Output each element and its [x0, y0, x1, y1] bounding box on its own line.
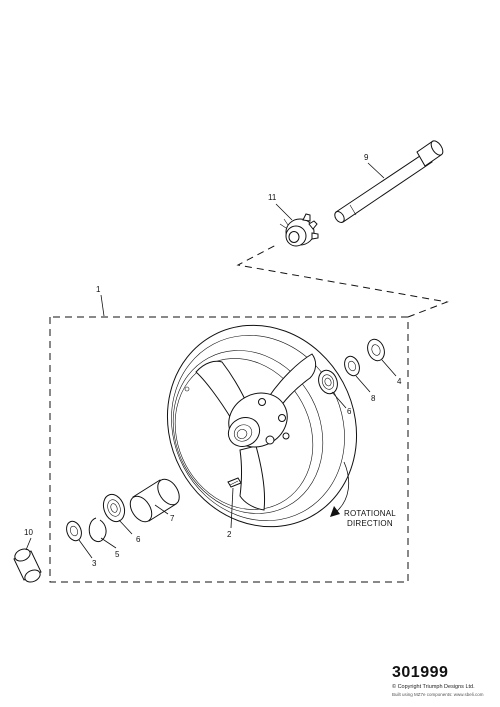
- leader-1: [100, 294, 105, 317]
- outer-spacer: [13, 548, 42, 583]
- leader-5: [100, 537, 117, 549]
- spacer-ring-right: [344, 355, 360, 377]
- leader-8: [355, 375, 371, 393]
- callout-5: 5: [115, 550, 120, 559]
- bearing-left: [102, 493, 126, 523]
- callout-7: 7: [170, 514, 175, 523]
- direction-label-line2: DIRECTION: [347, 519, 393, 528]
- leader-6-left: [118, 519, 133, 535]
- leader-10: [25, 537, 32, 551]
- callout-6-right: 6: [347, 407, 352, 416]
- callout-9: 9: [364, 153, 369, 162]
- callout-4: 4: [397, 377, 402, 386]
- assembly-boundary: [49, 243, 449, 583]
- callout-10: 10: [24, 528, 33, 537]
- callout-3: 3: [92, 559, 97, 568]
- rotational-direction-arrow: [330, 461, 350, 517]
- tyre-valve: [227, 477, 242, 488]
- leader-4: [381, 359, 397, 377]
- figure-number: 301999: [392, 664, 449, 681]
- callout-2: 2: [227, 530, 232, 539]
- built-by-note: Built using MZ7e components: www.sbeli.c…: [392, 692, 484, 697]
- leader-2: [230, 487, 234, 529]
- leader-7: [154, 504, 169, 515]
- direction-label-line1: ROTATIONAL: [344, 509, 396, 518]
- leader-6-right: [331, 391, 347, 409]
- oil-seal: [66, 520, 82, 542]
- copyright-note: © Copyright Triumph Designs Ltd.: [392, 684, 475, 690]
- callout-8: 8: [371, 394, 376, 403]
- cast-wheel: [166, 324, 358, 528]
- circlip: [88, 517, 107, 543]
- washer-right: [367, 338, 385, 362]
- callout-11: 11: [268, 193, 277, 202]
- callout-6-left: 6: [136, 535, 141, 544]
- spacer-tube: [129, 478, 180, 523]
- wheel-spindle: [334, 140, 444, 223]
- callout-1: 1: [96, 285, 101, 294]
- leader-11: [275, 203, 293, 221]
- leader-9: [367, 162, 385, 179]
- leader-3: [78, 539, 93, 559]
- bearing-right: [318, 369, 338, 395]
- speedo-drive-spacer: [279, 213, 319, 247]
